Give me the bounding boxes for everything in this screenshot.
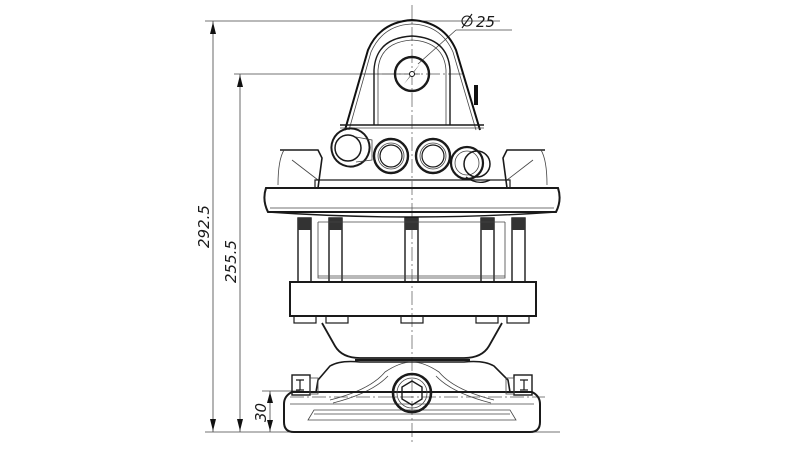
hex-plug — [391, 372, 433, 414]
diameter-value-label: 25 — [476, 13, 495, 31]
fitting-1 — [330, 127, 373, 168]
dimension-overall-height — [205, 20, 560, 433]
fitting-4 — [449, 145, 491, 184]
middle-ring — [289, 281, 537, 324]
base-height-label: 30 — [252, 403, 270, 422]
hydraulic-fittings — [330, 127, 491, 184]
diameter-leader — [417, 29, 512, 65]
left-bracket — [291, 374, 319, 396]
diameter-symbol-icon — [461, 13, 473, 29]
fitting-2 — [372, 137, 410, 175]
lower-bell — [321, 322, 503, 361]
pin-hole — [393, 55, 431, 93]
top-lug — [340, 18, 484, 131]
overall-height-label: 292.5 — [195, 205, 213, 248]
stud-bolts — [297, 217, 526, 283]
fitting-3 — [414, 137, 452, 175]
upper-housing — [263, 149, 561, 218]
base — [283, 360, 541, 433]
right-bracket — [505, 374, 533, 396]
pin-height-label: 255.5 — [222, 240, 240, 283]
